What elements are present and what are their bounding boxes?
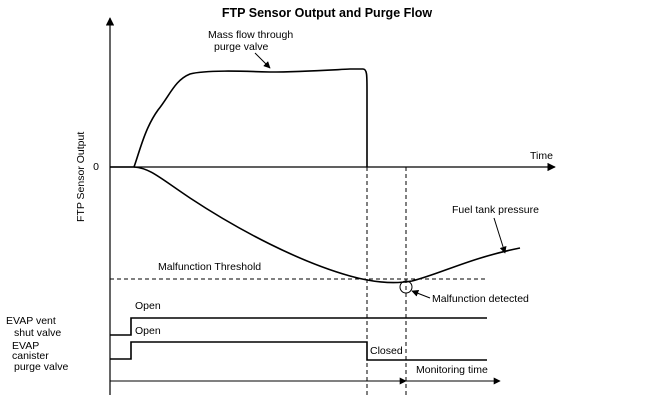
purge-valve-signal <box>110 341 487 361</box>
purge-valve-label-line1: EVAP <box>12 340 39 352</box>
monitoring-time-label: Monitoring time <box>416 364 488 376</box>
mass-flow-curve <box>110 68 368 168</box>
purge-valve-label-line3: purge valve <box>14 361 68 373</box>
diagram-title: FTP Sensor Output and Purge Flow <box>222 6 432 20</box>
vent-open-label: Open <box>135 300 161 312</box>
fuel-tank-pressure-curve <box>133 166 521 284</box>
malfunction-arrow <box>411 290 431 299</box>
mass-flow-label-line2: purge valve <box>214 41 268 53</box>
time-label: Time <box>530 150 553 162</box>
threshold-label: Malfunction Threshold <box>158 261 261 273</box>
y-axis-label: FTP Sensor Output <box>75 132 87 222</box>
mass-flow-label-line1: Mass flow through <box>208 29 293 41</box>
mass-flow-arrow <box>254 52 271 69</box>
vent-valve-label-line1: EVAP vent <box>6 315 56 327</box>
fuel-tank-label: Fuel tank pressure <box>452 204 539 216</box>
purge-closed-label: Closed <box>370 345 403 357</box>
purge-open-label: Open <box>135 325 161 337</box>
purge-valve-label-line2: canister <box>12 350 49 362</box>
vent-valve-label-line2: shut valve <box>14 327 61 339</box>
malfunction-label: Malfunction detected <box>432 293 529 305</box>
fuel-tank-arrow <box>493 217 507 254</box>
vent-valve-signal <box>110 317 487 336</box>
zero-label: 0 <box>93 161 99 173</box>
